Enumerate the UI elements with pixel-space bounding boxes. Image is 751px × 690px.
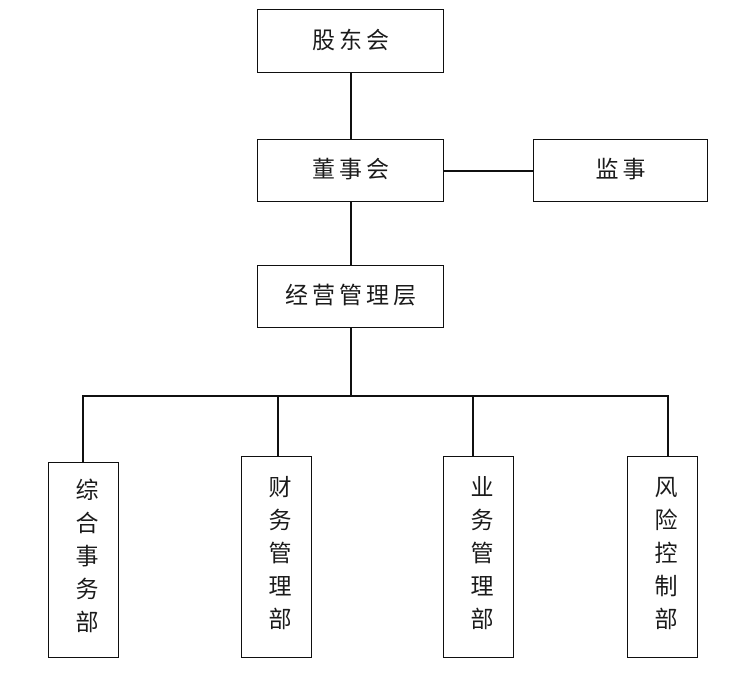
- node-general-affairs-department-label: 综合事务部: [71, 477, 97, 643]
- node-shareholders-label: 股东会: [312, 27, 393, 54]
- connector-bus-to-general-affairs: [82, 395, 84, 463]
- node-management-label: 经营管理层: [285, 283, 420, 309]
- connector-bus-to-risk-control: [667, 395, 669, 463]
- node-financial-management-department[interactable]: 财务管理部: [241, 456, 312, 658]
- connector-bus-to-business-management: [472, 395, 474, 463]
- connector-board-to-supervisor: [443, 170, 534, 172]
- connector-board-to-management: [350, 201, 352, 266]
- connector-shareholders-to-board: [350, 72, 352, 141]
- node-financial-management-department-label: 财务管理部: [264, 474, 290, 640]
- connector-department-bus: [82, 395, 668, 397]
- node-risk-control-department-label: 风险控制部: [650, 474, 676, 640]
- connector-management-to-bus: [350, 327, 352, 396]
- node-management[interactable]: 经营管理层: [257, 265, 444, 328]
- node-supervisor-label: 监事: [595, 157, 650, 183]
- node-business-management-department-label: 业务管理部: [466, 474, 492, 640]
- node-shareholders[interactable]: 股东会: [257, 9, 444, 73]
- node-supervisor[interactable]: 监事: [533, 139, 708, 202]
- connector-bus-to-financial-management: [277, 395, 279, 463]
- node-business-management-department[interactable]: 业务管理部: [443, 456, 514, 658]
- node-board-of-directors-label: 董事会: [312, 157, 393, 183]
- node-general-affairs-department[interactable]: 综合事务部: [48, 462, 119, 658]
- node-risk-control-department[interactable]: 风险控制部: [627, 456, 698, 658]
- node-board-of-directors[interactable]: 董事会: [257, 139, 444, 202]
